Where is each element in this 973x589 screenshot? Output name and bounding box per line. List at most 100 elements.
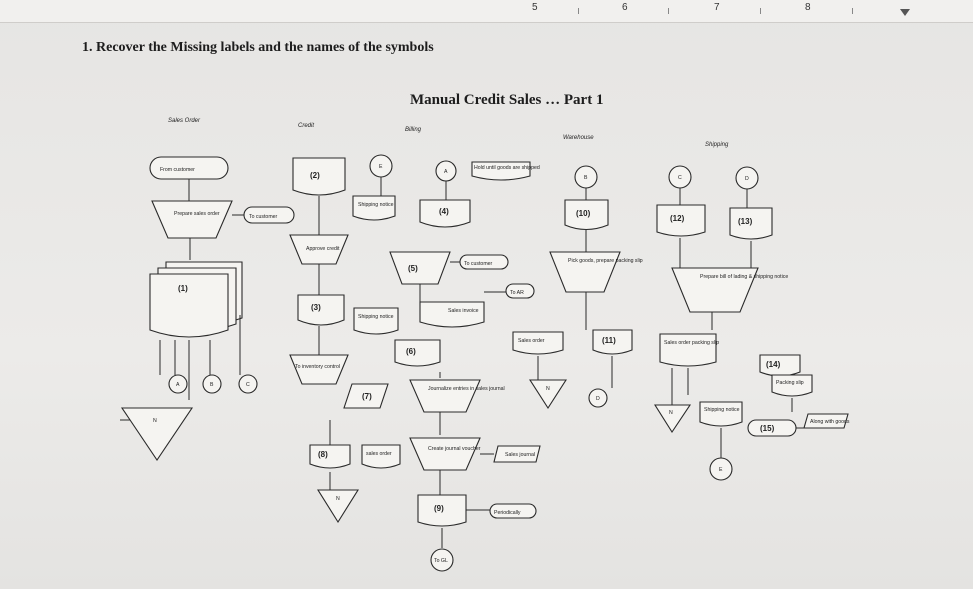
label-n5: (5): [408, 264, 418, 273]
document-13: [729, 207, 773, 240]
label-n14: (14): [766, 360, 781, 369]
document-shipping-notice-1: [352, 195, 396, 221]
document-8: [309, 444, 351, 469]
label-connector-d-warehouse: D: [596, 396, 600, 402]
document-sales-order-packing: [659, 333, 717, 367]
label-along-with-goods: Along with goods: [810, 419, 850, 425]
label-n-storage-2: N: [336, 496, 340, 502]
offline-storage-n-3: [528, 379, 568, 410]
document-shipping-notice-3: [699, 401, 743, 427]
document-sales-order-small: [361, 444, 401, 469]
multipart-document-1: [149, 273, 229, 338]
label-from-customer: From customer: [160, 167, 195, 173]
ruler-number-7: 7: [714, 2, 720, 13]
label-shipping-notice-3: Shipping notice: [704, 407, 740, 413]
label-n6: (6): [406, 347, 416, 356]
offline-storage-n-4: [654, 404, 692, 434]
label-to-inventory-control: To inventory control: [295, 364, 340, 370]
label-prepare-bill: Prepare bill of lading & shipping notice: [700, 274, 788, 280]
label-connector-a: A: [176, 382, 180, 388]
label-sales-order-packing: Sales order packing slip: [664, 340, 719, 346]
diagram-title: Manual Credit Sales … Part 1: [410, 92, 604, 108]
label-connector-c: C: [246, 382, 250, 388]
document-sales-invoice: [419, 301, 485, 328]
heading-warehouse: Warehouse: [563, 135, 594, 141]
manual-op-inventory: [289, 354, 349, 385]
ruler-number-8: 8: [805, 2, 811, 13]
offline-storage-n-2: [317, 489, 359, 524]
ruler-number-5: 5: [532, 2, 538, 13]
label-connector-d-shipping: D: [745, 176, 749, 182]
label-sales-journal: Sales journal: [505, 452, 535, 458]
label-pick-goods: Pick goods, prepare packing slip: [568, 258, 643, 264]
label-journalize: Journalize entries in sales journal: [428, 386, 505, 392]
label-n8: (8): [318, 450, 328, 459]
label-prepare-sales-order: Prepare sales order: [174, 211, 220, 217]
heading-sales-order: Sales Order: [168, 118, 201, 124]
label-n1: (1): [178, 284, 188, 293]
label-connector-e-shipping: E: [719, 467, 723, 473]
document-12: [656, 204, 706, 237]
label-n15: (15): [760, 424, 775, 433]
heading-credit: Credit: [298, 123, 314, 129]
manual-op-pick-goods: [549, 251, 621, 293]
document-packing-slip: [771, 374, 813, 397]
offline-storage-n-1: [120, 407, 194, 461]
label-to-ar: To AR: [510, 290, 524, 296]
label-sales-order-wh: Sales order: [518, 338, 545, 344]
label-periodically: Periodically: [494, 510, 521, 516]
label-connector-a-billing: A: [444, 169, 448, 175]
label-packing-slip: Packing slip: [776, 380, 804, 386]
heading-shipping: Shipping: [705, 142, 729, 148]
connector-b: [202, 374, 222, 394]
label-n7: (7): [362, 392, 372, 401]
document-9: [417, 494, 467, 527]
connector-e-shipping: [709, 457, 733, 481]
document-6: [394, 339, 441, 367]
manual-op-5: [389, 251, 451, 285]
label-n-storage-3: N: [546, 386, 550, 392]
document-3: [297, 294, 345, 326]
manual-op-prepare-sales-order: [151, 200, 233, 239]
question-text: 1. Recover the Missing labels and the na…: [82, 40, 434, 55]
label-n2: (2): [310, 171, 320, 180]
label-to-customer-2: To customer: [464, 261, 493, 267]
document-sales-order-wh: [512, 331, 564, 355]
label-approve-credit: Approve credit: [306, 246, 340, 252]
label-hold-until-goods: Hold until goods are shipped: [474, 165, 540, 171]
label-connector-c-shipping: C: [678, 175, 682, 181]
connector-to-gl: [430, 548, 454, 572]
label-create-journal: Create journal voucher: [428, 446, 481, 452]
label-n13: (13): [738, 217, 753, 226]
document-11: [592, 329, 633, 355]
connector-d-warehouse: [588, 388, 608, 408]
label-connector-e: E: [379, 164, 383, 170]
parallelogram-sales-journal: [493, 445, 541, 463]
ruler-number-6: 6: [622, 2, 628, 13]
label-connector-b-warehouse: B: [584, 175, 588, 181]
parallelogram-7: [343, 383, 389, 409]
label-n10: (10): [576, 209, 591, 218]
manual-op-prepare-bill: [671, 267, 759, 313]
heading-billing: Billing: [405, 127, 422, 133]
label-shipping-notice-1: Shipping notice: [358, 202, 394, 208]
indent-marker-icon[interactable]: [900, 9, 910, 16]
label-to-customer-1: To customer: [249, 214, 278, 220]
manual-op-create-journal: [409, 437, 481, 471]
manual-op-approve-credit: [289, 234, 349, 265]
manual-op-journalize: [409, 379, 481, 413]
connector-c: [238, 374, 258, 394]
connector-a: [168, 374, 188, 394]
annotation-hold-until-goods: [471, 161, 531, 181]
ruler: 5 6 7 8: [0, 0, 973, 23]
label-sales-order-small: sales order: [366, 451, 392, 457]
document-shipping-notice-2: [353, 307, 399, 335]
label-n-storage-1: N: [153, 418, 157, 424]
label-shipping-notice-2: Shipping notice: [358, 314, 394, 320]
document-10: [564, 199, 609, 231]
label-n9: (9): [434, 504, 444, 513]
label-n12: (12): [670, 214, 685, 223]
terminal-to-ar: [505, 283, 535, 299]
